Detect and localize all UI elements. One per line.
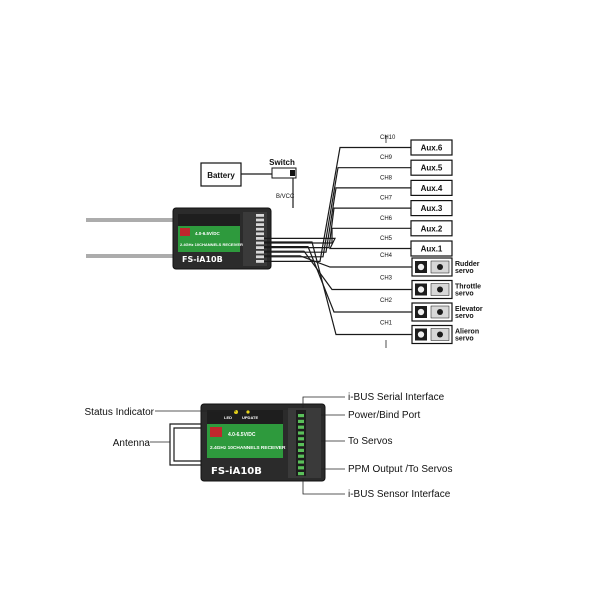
top-antennas bbox=[86, 218, 176, 258]
aux-channel-label: CH6 bbox=[380, 216, 393, 222]
servos: RudderservoCH4ThrottleservoCH3Elevatorse… bbox=[380, 253, 483, 345]
bottom-port-pin bbox=[298, 437, 304, 441]
top-ports bbox=[256, 214, 264, 263]
top-port-pin bbox=[256, 260, 264, 263]
top-port-pin bbox=[256, 223, 264, 226]
antenna-label: Antenna bbox=[113, 438, 151, 449]
bottom-voltage: 4.0-6.5V/DC bbox=[228, 432, 256, 438]
update-led bbox=[246, 410, 250, 414]
bottom-port-pin bbox=[298, 419, 304, 423]
top-band: 2.4GHz 10CHANNELS RECEIVER bbox=[180, 242, 243, 247]
aux-channel-label: CH10 bbox=[380, 135, 396, 141]
top-voltage: 4.0-6.5V/DC bbox=[195, 231, 221, 236]
bottom-port-pin bbox=[298, 454, 304, 458]
servo-wire bbox=[264, 255, 412, 268]
aux-wire bbox=[264, 146, 411, 262]
switch-label: Switch bbox=[269, 158, 295, 167]
aux-wire bbox=[264, 187, 411, 253]
bottom-port-pin bbox=[298, 472, 304, 476]
aux-channel-label: CH9 bbox=[380, 155, 393, 161]
top-port-pin bbox=[256, 227, 264, 231]
bottom-port-pin bbox=[298, 431, 304, 435]
channel-wires bbox=[264, 135, 412, 348]
top-port-pin bbox=[256, 218, 264, 222]
servo-label: Elevator bbox=[455, 306, 483, 313]
bottom-update-label: UPDATE bbox=[242, 415, 258, 420]
switch: Switch B/VCC bbox=[241, 158, 297, 208]
servo-sublabel: servo bbox=[455, 291, 474, 298]
top-port-pin bbox=[256, 250, 264, 254]
aux-channel-label: CH8 bbox=[380, 175, 393, 181]
ppm-output-label: PPM Output /To Servos bbox=[348, 464, 453, 475]
bottom-band: 2.4GHz 10CHANNELS RECEIVER bbox=[210, 445, 286, 451]
servo-sublabel: servo bbox=[455, 336, 474, 343]
aux-boxes: Aux.6CH10Aux.5CH9Aux.4CH8Aux.3CH7Aux.2CH… bbox=[380, 135, 453, 257]
aux-channel-label: CH5 bbox=[380, 236, 393, 242]
aux-box-label: Aux.5 bbox=[421, 164, 443, 173]
bottom-receiver: 4.0-6.5V/DC 2.4GHz 10CHANNELS RECEIVER F… bbox=[169, 403, 326, 482]
aux-box-label: Aux.2 bbox=[421, 224, 443, 233]
top-port-pin bbox=[256, 232, 264, 236]
aux-box-label: Aux.3 bbox=[421, 204, 443, 213]
servo-wire bbox=[264, 246, 412, 313]
servo-channel-label: CH3 bbox=[380, 276, 393, 282]
top-port-pin bbox=[256, 246, 264, 249]
battery: Battery bbox=[200, 162, 242, 187]
bottom-port-pin bbox=[298, 414, 304, 418]
bottom-port-pin bbox=[298, 443, 304, 447]
top-port-pin bbox=[256, 241, 264, 245]
servo-channel-label: CH2 bbox=[380, 298, 393, 304]
bottom-model: FS-iA10B bbox=[211, 466, 262, 477]
bottom-port-pin bbox=[298, 460, 304, 464]
top-port-pin bbox=[256, 237, 264, 240]
servo-label: Alieron bbox=[455, 329, 479, 336]
bottom-port-pin bbox=[298, 448, 304, 452]
servo-channel-label: CH1 bbox=[380, 321, 393, 327]
power-bind-label: Power/Bind Port bbox=[348, 410, 420, 421]
aux-channel-label: CH7 bbox=[380, 196, 393, 202]
aux-box-label: Aux.6 bbox=[421, 144, 443, 153]
aux-box-label: Aux.1 bbox=[421, 245, 443, 254]
aux-wire bbox=[264, 227, 411, 244]
bottom-led-label: LED bbox=[224, 415, 232, 420]
servo-channel-label: CH4 bbox=[380, 253, 393, 259]
ibus-sensor-label: i-BUS Sensor Interface bbox=[348, 489, 451, 500]
top-port-pin bbox=[256, 214, 264, 217]
top-port-pin bbox=[256, 255, 264, 259]
status-indicator-label: Status Indicator bbox=[85, 407, 155, 418]
aux-wire bbox=[264, 167, 411, 258]
servo-label: Throttle bbox=[455, 284, 481, 291]
bottom-leaders bbox=[150, 396, 345, 495]
bottom-ports bbox=[298, 414, 304, 476]
to-servos-label: To Servos bbox=[348, 436, 392, 447]
battery-label: Battery bbox=[207, 171, 235, 180]
bottom-port-pin bbox=[298, 425, 304, 429]
top-model: FS-iA10B bbox=[182, 255, 223, 264]
ibus-serial-label: i-BUS Serial Interface bbox=[348, 392, 445, 403]
top-brand-logo bbox=[180, 228, 190, 236]
bottom-port-pin bbox=[298, 466, 304, 470]
servo-sublabel: servo bbox=[455, 268, 474, 275]
bvcc-label: B/VCC bbox=[276, 194, 295, 200]
servo-label: Rudder bbox=[455, 261, 480, 268]
aux-wire bbox=[264, 237, 411, 250]
servo-wire bbox=[264, 241, 412, 336]
aux-box-label: Aux.4 bbox=[421, 184, 443, 193]
servo-sublabel: servo bbox=[455, 313, 474, 320]
bottom-brand-logo bbox=[210, 427, 222, 437]
